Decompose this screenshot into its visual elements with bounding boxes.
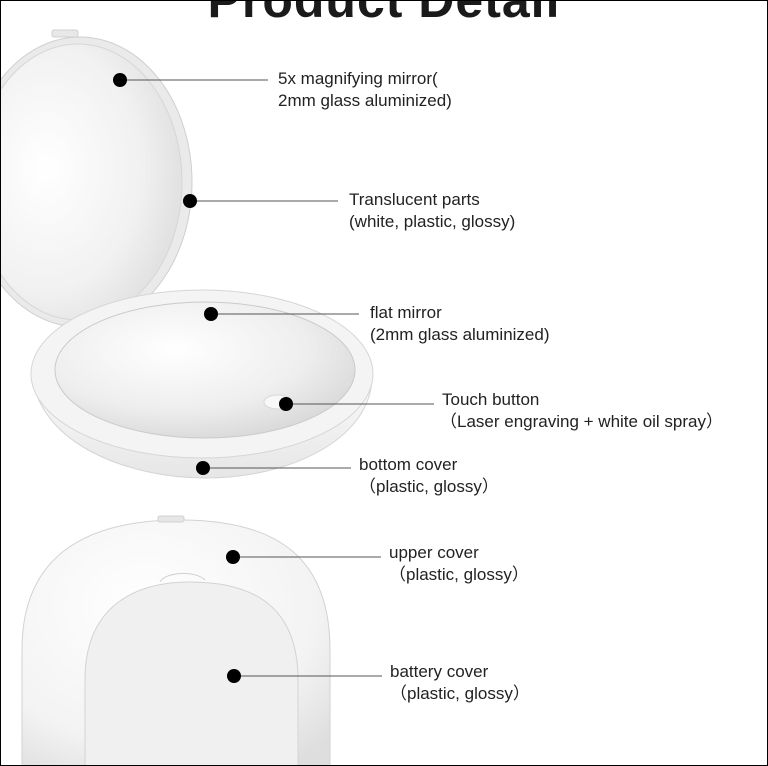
- label-magnifying-mirror: 5x magnifying mirror( 2mm glass aluminiz…: [278, 68, 452, 112]
- battery-cover-panel: [84, 581, 299, 766]
- label-bottom-cover: bottom cover （plastic, glossy）: [359, 454, 499, 498]
- label-title: Translucent parts: [349, 190, 480, 209]
- marker-dot: [227, 669, 241, 683]
- marker-dot: [183, 194, 197, 208]
- label-detail: 2mm glass aluminized): [278, 91, 452, 110]
- label-flat-mirror: flat mirror (2mm glass aluminized): [370, 302, 550, 346]
- label-title: upper cover: [389, 543, 479, 562]
- label-title: Touch button: [442, 390, 540, 409]
- label-battery-cover: battery cover （plastic, glossy）: [390, 661, 530, 705]
- label-detail: （plastic, glossy）: [390, 684, 530, 703]
- marker-dot: [279, 397, 293, 411]
- label-touch-button: Touch button （Laser engraving + white oi…: [440, 389, 723, 433]
- label-detail: (white, plastic, glossy): [349, 212, 516, 231]
- label-detail: （plastic, glossy）: [389, 565, 529, 584]
- label-title: flat mirror: [370, 303, 442, 322]
- label-title: battery cover: [390, 662, 489, 681]
- label-title: 5x magnifying mirror(: [278, 69, 438, 88]
- label-detail: (2mm glass aluminized): [370, 325, 550, 344]
- magnifying-mirror-lid: [0, 29, 193, 328]
- label-title: bottom cover: [359, 455, 458, 474]
- marker-dot: [196, 461, 210, 475]
- flat-mirror-base: [30, 289, 374, 479]
- label-upper-cover: upper cover （plastic, glossy）: [389, 542, 529, 586]
- label-translucent-parts: Translucent parts (white, plastic, gloss…: [349, 189, 515, 233]
- label-detail: （plastic, glossy）: [359, 477, 499, 496]
- label-detail: （Laser engraving + white oil spray）: [440, 412, 723, 431]
- page-title: Product Detail: [207, 0, 561, 28]
- closed-compact: [21, 515, 331, 766]
- marker-dot: [113, 73, 127, 87]
- marker-dot: [204, 307, 218, 321]
- marker-dot: [226, 550, 240, 564]
